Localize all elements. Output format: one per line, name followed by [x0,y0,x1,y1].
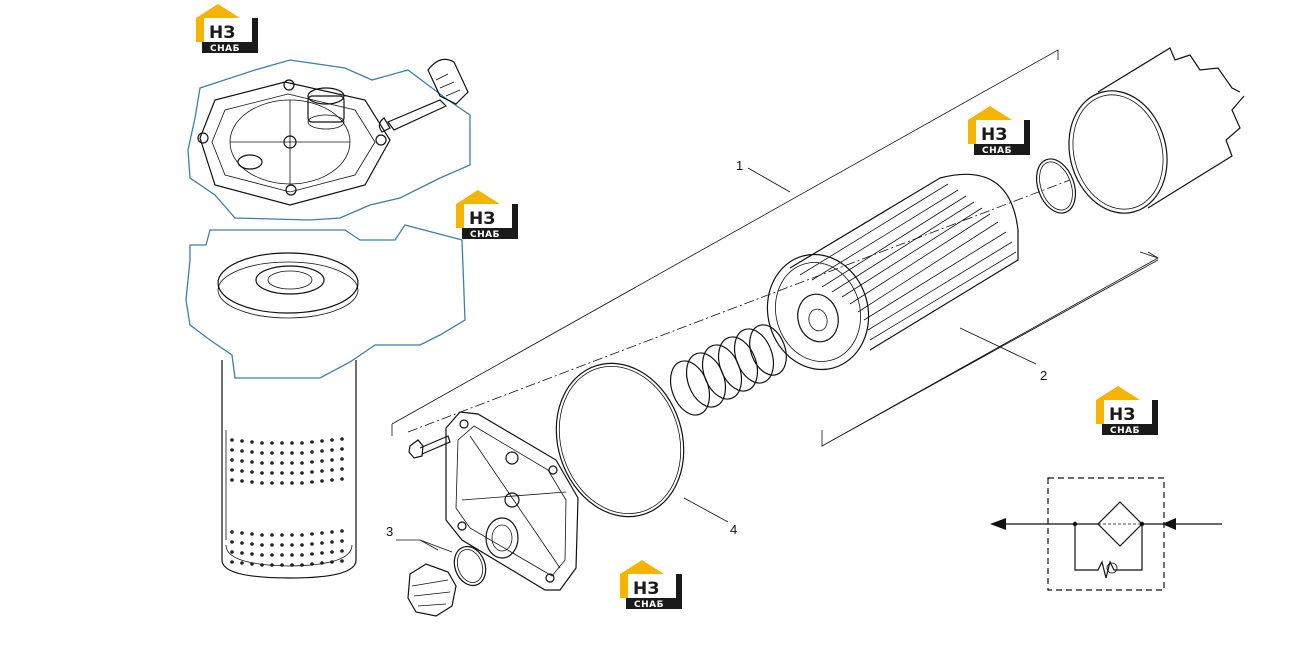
svg-text:СНАБ: СНАБ [982,146,1012,156]
wrench-hand-icon [378,58,469,133]
cover-plate [197,79,391,206]
exploded-filter-element [391,47,1245,617]
hydraulic-filter-symbol [990,477,1222,591]
filter-head-flange [445,411,579,591]
small-o-ring [1035,158,1077,214]
svg-text:НЗ: НЗ [209,23,235,43]
perforated-screen [230,437,344,567]
svg-text:НЗ: НЗ [469,209,495,229]
nz-logo-3: НЗ СНАБ [968,106,1030,156]
large-o-ring [555,362,685,518]
svg-text:СНАБ: СНАБ [1110,426,1140,436]
bolt [408,435,451,459]
svg-text:СНАБ: СНАБ [634,600,664,610]
spring [669,324,787,416]
drain-plug [396,539,487,617]
filter-cartridge [766,173,1019,371]
callout-4: 4 [730,522,737,537]
nz-logo-2: НЗ СНАБ [456,190,518,240]
svg-text:НЗ: НЗ [633,579,659,599]
callout-1: 1 [736,158,743,173]
callout-2: 2 [1040,368,1047,383]
filter-housing-assembly [185,58,471,579]
nz-logo-5: НЗ СНАБ [620,560,682,610]
housing-bowl [1068,47,1245,214]
callout-3: 3 [386,524,393,539]
svg-text:СНАБ: СНАБ [470,230,500,240]
nz-logo-4: НЗ СНАБ [1096,386,1158,436]
svg-text:НЗ: НЗ [981,125,1007,145]
svg-text:СНАБ: СНАБ [210,44,240,54]
svg-text:НЗ: НЗ [1109,405,1135,425]
nz-logo-1: НЗ СНАБ [196,4,258,54]
